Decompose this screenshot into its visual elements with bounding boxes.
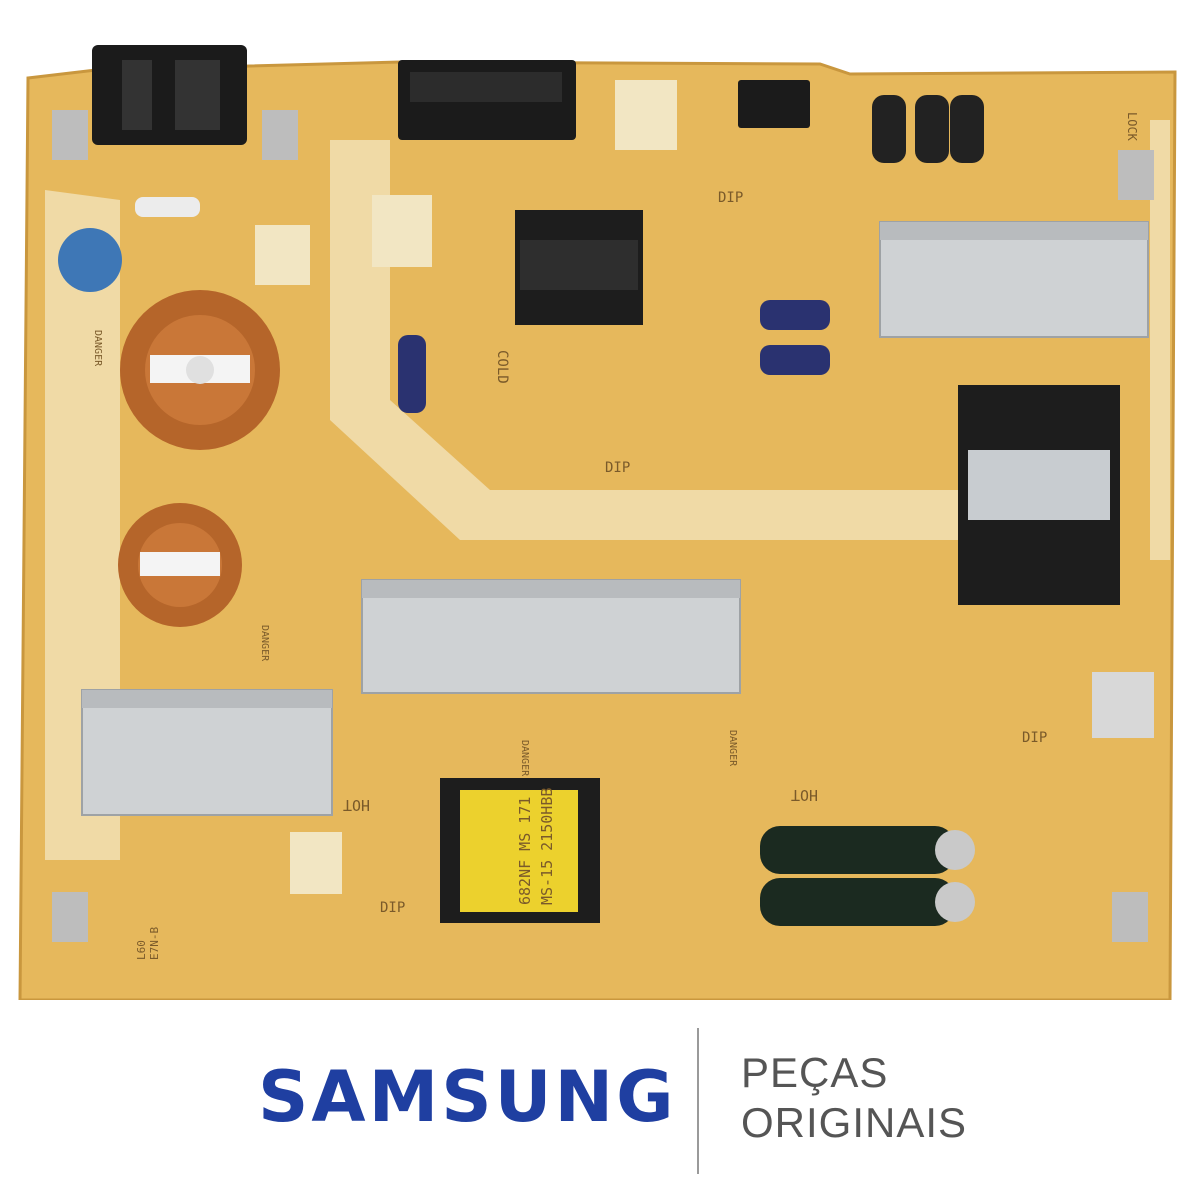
film-capacitor xyxy=(615,80,677,150)
small-connector xyxy=(738,80,810,128)
part-label: L60 xyxy=(135,940,148,960)
toroid-inductor xyxy=(120,290,280,450)
power-board-photo: 682NF MS 171 MS-15 2150HBB DIP DIP DIP D… xyxy=(18,45,1177,1000)
mounting-lug xyxy=(52,892,88,942)
isolation-strip xyxy=(1150,120,1170,560)
capacitor xyxy=(760,345,830,375)
ac-connector xyxy=(92,45,247,145)
silkscreen-dip: DIP xyxy=(605,460,630,476)
silkscreen-dip: DIP xyxy=(380,900,405,916)
silkscreen-cold: COLD xyxy=(494,350,510,384)
capacitor xyxy=(398,335,426,413)
x-capacitor xyxy=(372,195,432,267)
silkscreen-danger: DANGER xyxy=(259,625,270,662)
silkscreen-dip: DIP xyxy=(718,190,743,206)
divider xyxy=(697,1028,699,1174)
film-capacitor xyxy=(1092,672,1154,738)
silkscreen-danger: DANGER xyxy=(519,740,530,777)
varistor xyxy=(58,228,122,292)
electrolytic-capacitor xyxy=(760,826,975,926)
part-label: E7N-B xyxy=(148,927,161,960)
silkscreen-danger: DANGER xyxy=(92,330,103,367)
capacitor xyxy=(760,300,830,330)
samsung-logo: SAMSUNG xyxy=(258,1056,677,1138)
silkscreen-hot: HOT xyxy=(343,796,370,814)
heatsink xyxy=(81,689,333,816)
heatsink xyxy=(879,221,1149,338)
silkscreen-danger: DANGER xyxy=(727,730,738,767)
tagline-line-1: PEÇAS xyxy=(741,1049,889,1096)
silkscreen-lock: LOCK xyxy=(1125,112,1139,142)
silkscreen-dip: DIP xyxy=(1022,730,1047,746)
toroid-inductor xyxy=(118,503,242,627)
capacitor-bank xyxy=(872,95,984,163)
mounting-lug xyxy=(1118,150,1154,200)
tagline-line-2: ORIGINAIS xyxy=(741,1099,968,1146)
transformer-text-2: MS-15 2150HBB xyxy=(538,788,556,905)
mounting-lug xyxy=(52,110,88,160)
film-capacitor xyxy=(290,832,342,894)
silkscreen-hot: HOT xyxy=(791,786,818,804)
mounting-lug xyxy=(262,110,298,160)
heatsink xyxy=(361,579,741,694)
transformer-text-1: 682NF MS 171 xyxy=(516,797,534,905)
x-capacitor xyxy=(255,225,310,285)
mounting-lug xyxy=(1112,892,1148,942)
fuse xyxy=(135,197,200,217)
